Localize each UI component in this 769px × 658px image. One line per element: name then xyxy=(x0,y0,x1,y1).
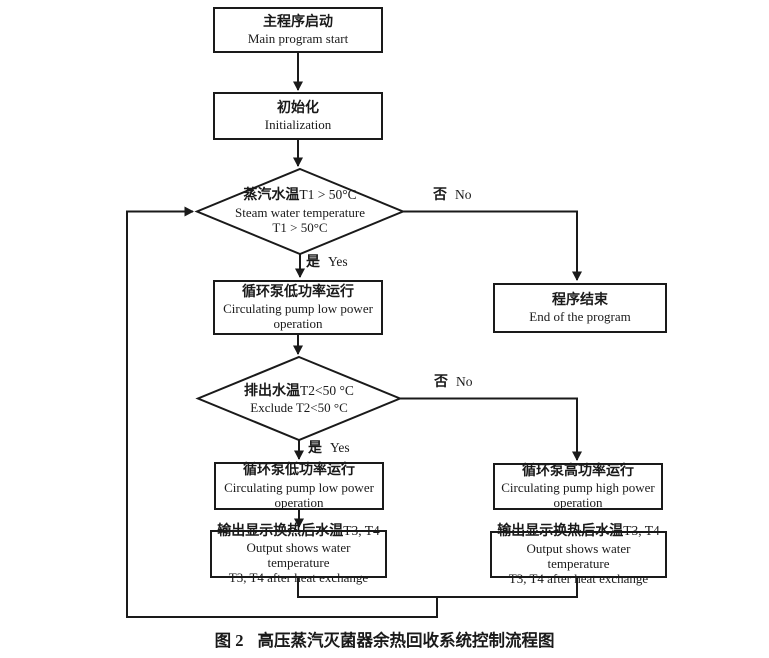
no-en: No xyxy=(456,374,473,389)
node-zh-main: 蒸汽水温 xyxy=(243,188,300,204)
node-end-of-program: 程序结束 End of the program xyxy=(493,283,667,333)
label-decision1-no: 否 No xyxy=(433,184,472,204)
node-en-text: Circulating pump high power operation xyxy=(501,480,655,511)
node-en-text: End of the program xyxy=(529,309,631,325)
node-zh-text: 程序结束 xyxy=(552,292,608,308)
yes-en: Yes xyxy=(330,440,350,455)
no-zh: 否 xyxy=(433,188,447,203)
edge-decision1-no xyxy=(401,210,582,281)
node-en-text: Initialization xyxy=(264,117,332,133)
node-zh-main: 输出显示换热后水温 xyxy=(217,523,344,539)
node-zh-tail: T1 > 50°C xyxy=(299,187,357,203)
decision1-steam-temp-label: 蒸汽水温T1 > 50°C Steam water temperature T1… xyxy=(200,176,400,246)
node-zh-text: 蒸汽水温T1 > 50°C xyxy=(243,187,356,205)
decision2-exclude-temp-label: 排出水温T2<50 °C Exclude T2<50 °C xyxy=(199,369,399,429)
node-zh-text: 循环泵高功率运行 xyxy=(522,463,634,479)
no-en: No xyxy=(455,187,472,202)
node-zh-text: 排出水温T2<50 °C xyxy=(244,383,354,401)
node-pump-low-power-1: 循环泵低功率运行 Circulating pump low power oper… xyxy=(213,280,383,335)
no-zh: 否 xyxy=(434,375,448,390)
node-en-text: Circulating pump low power operation xyxy=(223,301,373,332)
label-decision2-no: 否 No xyxy=(434,371,473,391)
edge-feedback-loop xyxy=(126,206,438,618)
yes-en: Yes xyxy=(328,254,348,269)
node-en-text: Steam water temperature T1 > 50°C xyxy=(235,204,365,235)
node-zh-tail: T3, T4 xyxy=(343,522,380,538)
node-zh-tail: T3, T4 xyxy=(623,523,660,539)
node-en-text: Exclude T2<50 °C xyxy=(250,400,348,416)
figure-number: 图 2 xyxy=(214,631,244,650)
node-en-text: Circulating pump low power operation xyxy=(224,479,374,510)
node-zh-tail: T2<50 °C xyxy=(300,382,354,398)
label-decision2-yes: 是 Yes xyxy=(308,437,350,457)
node-pump-high-power: 循环泵高功率运行 Circulating pump high power ope… xyxy=(493,463,663,510)
node-initialization: 初始化 Initialization xyxy=(213,92,383,140)
node-pump-low-power-2: 循环泵低功率运行 Circulating pump low power oper… xyxy=(214,462,384,510)
node-zh-text: 循环泵低功率运行 xyxy=(243,463,355,479)
figure-title: 高压蒸汽灭菌器余热回收系统控制流程图 xyxy=(257,631,555,650)
node-zh-text: 主程序启动 xyxy=(263,14,333,30)
node-en-text: Output shows water temperature T3, T4 af… xyxy=(508,540,649,586)
node-output-temperature-left: 输出显示换热后水温T3, T4 Output shows water tempe… xyxy=(210,523,387,585)
node-main-program-start: 主程序启动 Main program start xyxy=(213,7,383,53)
node-zh-text: 输出显示换热后水温T3, T4 xyxy=(497,523,660,541)
yes-zh: 是 xyxy=(308,441,322,456)
node-zh-text: 输出显示换热后水温T3, T4 xyxy=(217,523,380,541)
node-zh-text: 循环泵低功率运行 xyxy=(242,284,354,300)
node-en-text: Output shows water temperature T3, T4 af… xyxy=(228,540,369,586)
figure-caption: 图 2 高压蒸汽灭菌器余热回收系统控制流程图 xyxy=(0,627,769,651)
node-zh-main: 输出显示换热后水温 xyxy=(497,524,624,540)
node-zh-text: 初始化 xyxy=(277,100,319,116)
node-en-text: Main program start xyxy=(247,31,349,47)
node-zh-main: 排出水温 xyxy=(244,383,301,399)
node-output-temperature-right: 输出显示换热后水温T3, T4 Output shows water tempe… xyxy=(490,523,667,586)
label-decision1-yes: 是 Yes xyxy=(306,251,348,271)
yes-zh: 是 xyxy=(306,255,320,270)
edge-decision2-no xyxy=(399,397,582,461)
